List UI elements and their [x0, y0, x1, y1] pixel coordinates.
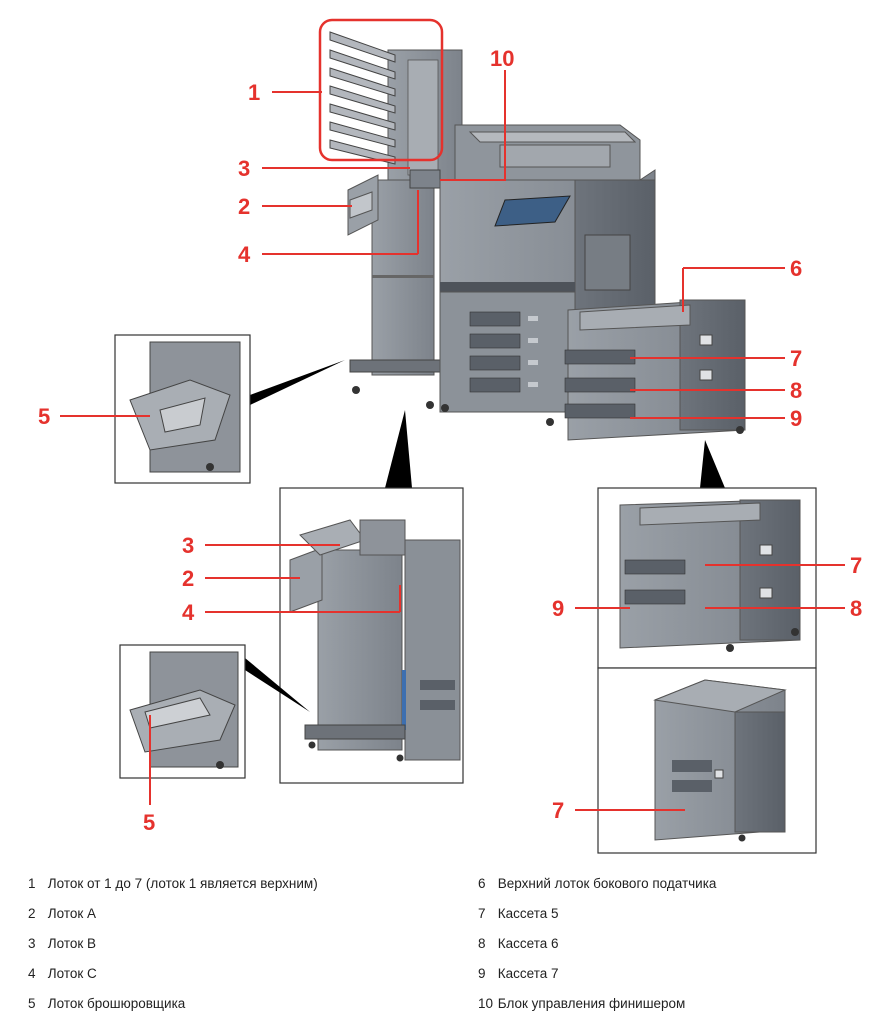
callout-feeder-7: 7	[850, 553, 862, 578]
callout-4: 4	[238, 242, 251, 267]
mailbox-trays	[318, 18, 463, 181]
callout-2: 2	[238, 194, 250, 219]
callout-9: 9	[790, 406, 802, 431]
legend-item-9: 9 Кассета 7	[478, 966, 559, 981]
feeder-detail	[597, 440, 817, 669]
callout-3: 3	[238, 156, 250, 181]
legend-item-2: 2 Лоток A	[28, 906, 97, 921]
callout-5: 5	[38, 404, 50, 429]
legend-item-5: 5 Лоток брошюровщика	[28, 996, 186, 1011]
callout-finisher-5: 5	[143, 810, 155, 835]
touch-panel	[494, 195, 571, 227]
large-cassette-detail	[597, 667, 817, 854]
printer-diagram: 1 2 3 4 10 6 7 8 9 5 3 2 4 5 7 8 9 7	[38, 18, 862, 854]
callout-10: 10	[490, 46, 514, 71]
callout-6: 6	[790, 256, 802, 281]
callout-cassette-7: 7	[552, 798, 564, 823]
booklet-tray-detail	[114, 334, 345, 484]
callout-finisher-2: 2	[182, 566, 194, 591]
legend-item-3: 3 Лоток B	[28, 936, 97, 951]
booklet-tray-detail-2	[119, 644, 310, 779]
finisher-unit	[347, 169, 441, 409]
main-printer-body	[439, 124, 656, 426]
callout-feeder-8: 8	[850, 596, 862, 621]
callout-lines	[60, 70, 845, 811]
legend-item-1: 1 Лоток от 1 до 7 (лоток 1 является верх…	[28, 876, 318, 891]
callout-finisher-3: 3	[182, 533, 194, 558]
legend-item-10: 10 Блок управления финишером	[478, 996, 686, 1011]
mailbox-highlight	[318, 18, 444, 162]
legend-item-4: 4 Лоток C	[28, 966, 97, 981]
callout-1: 1	[248, 80, 260, 105]
legend-item-8: 8 Кассета 6	[478, 936, 559, 951]
callout-numbers: 1 2 3 4 10 6 7 8 9 5 3 2 4 5 7 8 9 7	[38, 46, 862, 835]
callout-8: 8	[790, 378, 802, 403]
finisher-detail	[279, 410, 464, 784]
callout-7: 7	[790, 346, 802, 371]
legend-item-7: 7 Кассета 5	[478, 906, 559, 921]
side-feeder	[564, 299, 746, 441]
callout-finisher-4: 4	[182, 600, 195, 625]
legend: 1 Лоток от 1 до 7 (лоток 1 является верх…	[0, 868, 875, 1018]
main-printer-assembly	[318, 18, 746, 441]
legend-item-6: 6 Верхний лоток бокового податчика	[478, 876, 717, 891]
callout-feeder-9: 9	[552, 596, 564, 621]
